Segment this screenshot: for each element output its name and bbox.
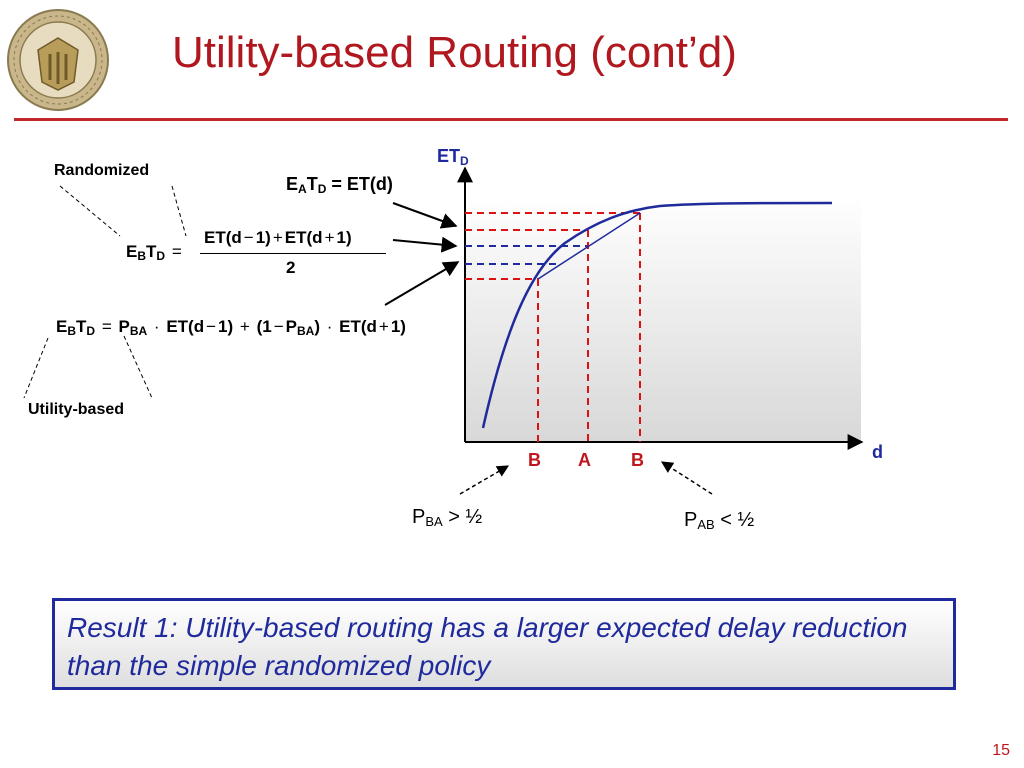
- university-seal-icon: [7, 9, 109, 111]
- p-ab-label: PAB < ½: [684, 509, 755, 532]
- x-tick-b-right: B: [631, 450, 644, 470]
- randomized-eq-lhs: EBTD =: [126, 242, 182, 263]
- p-ba-label: PBA > ½: [412, 506, 483, 529]
- randomized-eq-numerator: ET(d−1)+ET(d+1): [204, 228, 352, 247]
- title-divider: [14, 118, 1008, 121]
- y-axis-label: ETD: [437, 146, 469, 168]
- arrow-to-randomized: [392, 236, 458, 253]
- page-number: 15: [992, 742, 1010, 759]
- x-tick-b-left: B: [528, 450, 541, 470]
- leader-randomized-right: [171, 185, 187, 237]
- leader-utility-right: [123, 335, 153, 399]
- chord-line: [537, 212, 641, 280]
- result-box: Result 1: Utility-based routing has a la…: [52, 598, 956, 690]
- fraction-bar: [200, 253, 386, 254]
- utility-eq: EBTD = PBA · ET(d−1) + (1−PBA) · ET(d+1): [56, 317, 406, 338]
- eat-label: EATD = ET(d): [286, 174, 393, 196]
- leader-randomized-left: [59, 185, 121, 237]
- plot-area: [465, 196, 861, 442]
- arrow-pab: [660, 461, 713, 495]
- randomized-eq-denominator: 2: [286, 258, 296, 277]
- slide-title: Utility-based Routing (cont’d): [172, 28, 737, 77]
- leader-utility-left: [23, 337, 49, 399]
- arrow-to-utility: [384, 261, 460, 306]
- randomized-label: Randomized: [54, 162, 150, 179]
- arrow-to-eat: [392, 202, 458, 229]
- x-tick-a: A: [578, 450, 591, 470]
- x-axis-label: d: [872, 442, 883, 462]
- arrow-pba: [459, 465, 510, 495]
- delay-curve: [481, 201, 833, 429]
- utility-based-label: Utility-based: [28, 401, 125, 418]
